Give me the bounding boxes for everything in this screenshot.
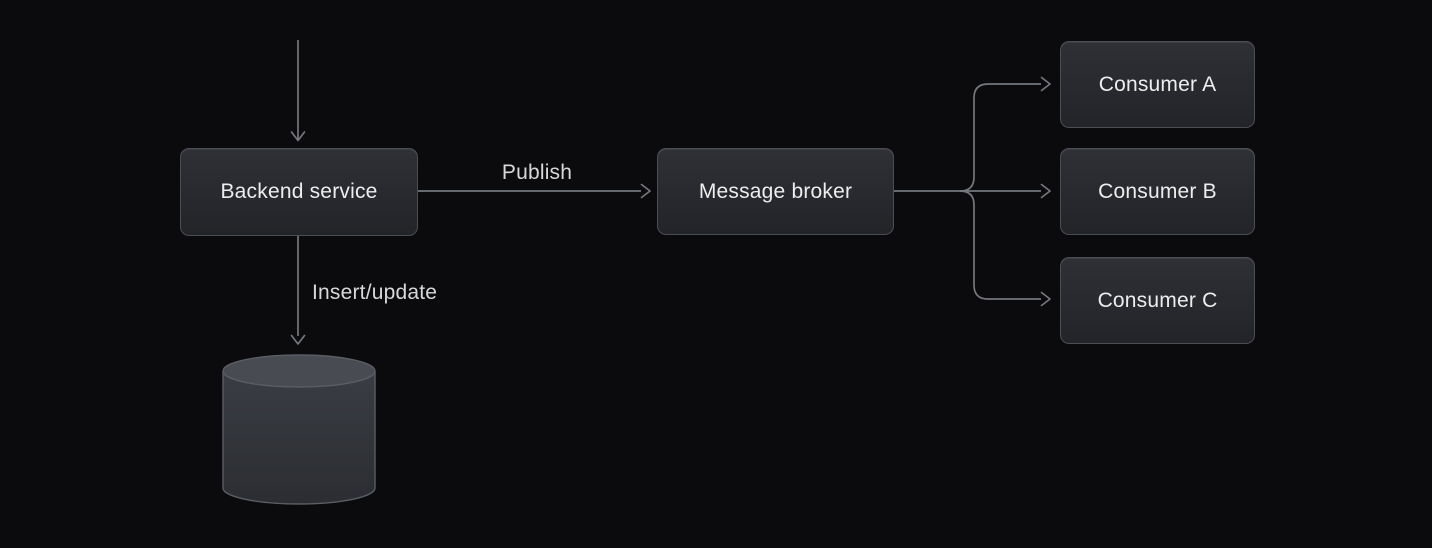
arrow-broker-to-consumer-c [959,190,1051,307]
database-cylinder-icon [222,354,376,505]
arrow-broker-to-consumer-a [959,76,1051,192]
arrow-into-backend [290,40,306,142]
insert-update-edge-label: Insert/update [312,281,438,304]
publish-edge-label: Publish [501,161,573,184]
arrow-broker-to-consumer-b [894,183,1051,199]
arrow-publish [417,183,651,199]
node-consumer-a-label: Consumer A [1098,72,1217,96]
node-consumer-a: Consumer A [1060,41,1255,128]
node-consumer-b-label: Consumer B [1098,179,1217,203]
node-consumer-c: Consumer C [1060,257,1255,344]
node-message-broker: Message broker [657,148,894,235]
arrow-insert-update [290,235,306,345]
node-backend-service: Backend service [180,148,418,236]
node-backend-service-label: Backend service [220,180,378,203]
node-message-broker-label: Message broker [698,179,853,203]
node-consumer-c-label: Consumer C [1097,288,1218,312]
node-consumer-b: Consumer B [1060,148,1255,235]
